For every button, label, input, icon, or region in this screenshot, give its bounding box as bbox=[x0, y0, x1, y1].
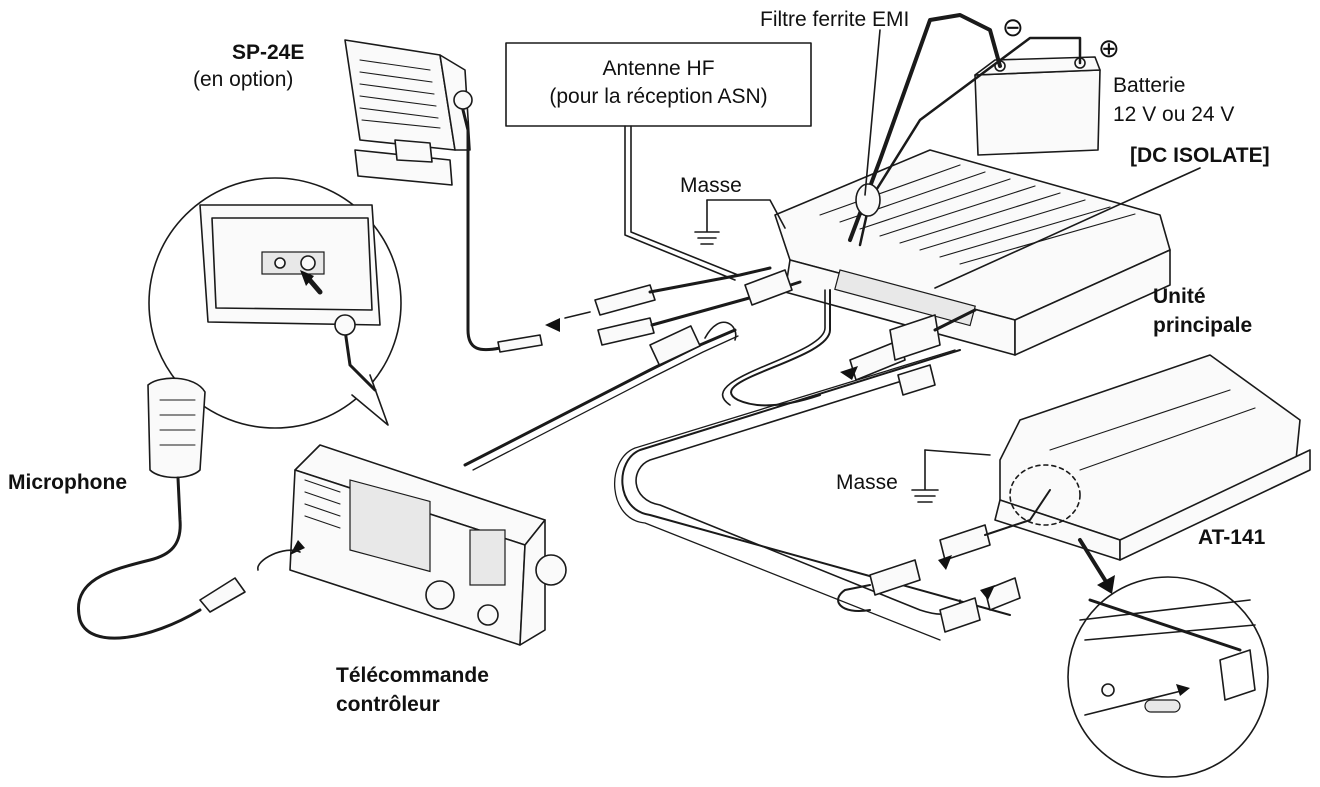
at141-tuner bbox=[994, 354, 1311, 561]
battery-label-line1: Batterie bbox=[1113, 74, 1186, 97]
tuner-detail-callout bbox=[1067, 576, 1269, 778]
battery-label-line2: 12 V ou 24 V bbox=[1113, 103, 1235, 126]
battery bbox=[974, 56, 1101, 156]
main-unit-label-line1: Unité bbox=[1153, 285, 1206, 308]
remote-label-line2: contrôleur bbox=[336, 693, 440, 716]
dc-isolate-label: [DC ISOLATE] bbox=[1130, 144, 1270, 167]
main-unit-label-line2: principale bbox=[1153, 314, 1253, 337]
remote-label-line1: Télécommande bbox=[336, 664, 489, 687]
sp24e-name-label: SP-24E bbox=[232, 41, 305, 64]
speaker-detail-callout bbox=[148, 177, 402, 429]
plus-terminal-label: ⊕ bbox=[1098, 33, 1120, 63]
at141-label: AT-141 bbox=[1198, 526, 1266, 549]
ferrite-label: Filtre ferrite EMI bbox=[760, 8, 910, 31]
microphone-label: Microphone bbox=[8, 471, 127, 494]
antenna-label-line1: Antenne HF bbox=[602, 57, 715, 80]
ground-main-label: Masse bbox=[680, 174, 742, 197]
antenna-label-line2: (pour la réception ASN) bbox=[549, 85, 768, 108]
remote-controller bbox=[289, 444, 567, 646]
microphone-handset bbox=[77, 377, 246, 640]
minus-terminal-label: ⊖ bbox=[1002, 12, 1024, 42]
main-unit bbox=[774, 149, 1171, 356]
ground-tuner-label: Masse bbox=[836, 471, 898, 494]
sp24e-speaker bbox=[344, 39, 473, 186]
sp24e-option-label: (en option) bbox=[193, 68, 294, 91]
cables bbox=[257, 13, 1201, 641]
